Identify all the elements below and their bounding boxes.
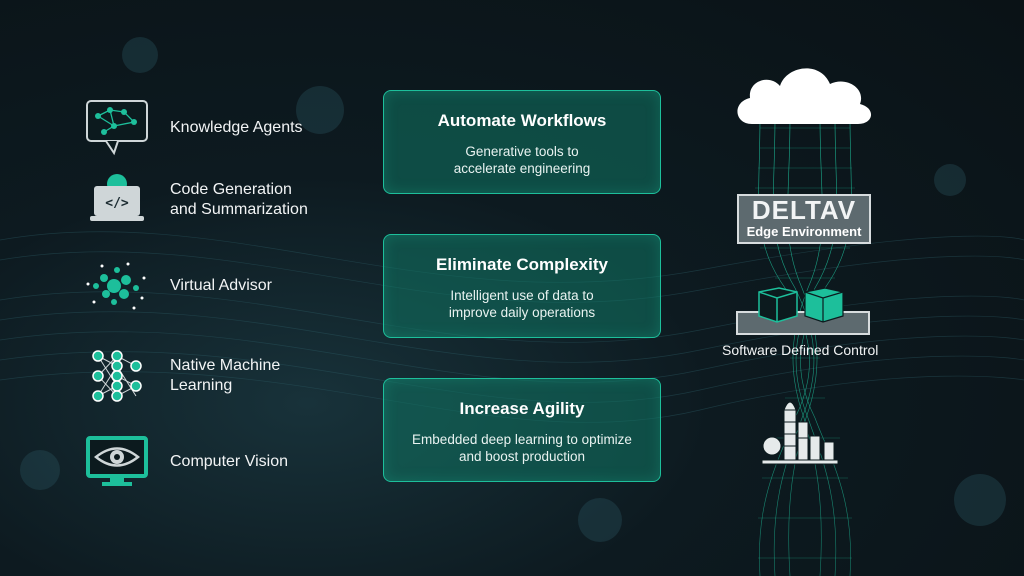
card-description: Intelligent use of data to improve daily… [448, 288, 596, 320]
software-defined-control-icon [736, 287, 870, 335]
deltav-edge-badge: DELTAV Edge Environment [737, 194, 871, 244]
svg-text:</>: </> [105, 196, 129, 211]
card-eliminate-complexity: Eliminate Complexity Intelligent use of … [383, 234, 661, 338]
knowledge-agents-icon [86, 100, 148, 156]
card-increase-agility: Increase Agility Embedded deep learning … [383, 378, 661, 482]
deltav-brand: DELTAV [751, 195, 857, 225]
industrial-plant-icon [761, 401, 839, 465]
cloud-icon [737, 68, 872, 124]
feature-label: Computer Vision [170, 453, 288, 470]
card-title: Eliminate Complexity [436, 255, 608, 274]
feature-label: Native Machine Learning [170, 357, 281, 394]
software-defined-control-caption: Software Defined Control [722, 342, 879, 358]
card-description: Embedded deep learning to optimize and b… [412, 432, 632, 464]
card-description: Generative tools to accelerate engineeri… [453, 144, 591, 176]
virtual-advisor-icon [86, 262, 146, 310]
card-automate-workflows: Automate Workflows Generative tools to a… [383, 90, 661, 194]
feature-label: Code Generation and Summarization [170, 181, 308, 218]
computer-vision-icon [86, 436, 148, 486]
card-title: Increase Agility [459, 399, 585, 418]
deltav-frame [737, 194, 871, 244]
feature-label: Virtual Advisor [170, 277, 272, 294]
card-title: Automate Workflows [437, 111, 607, 130]
neural-network-icon [92, 350, 142, 402]
feature-label: Knowledge Agents [170, 119, 303, 136]
deltav-subtitle: Edge Environment [746, 224, 862, 239]
code-generation-icon: </> [90, 174, 144, 221]
